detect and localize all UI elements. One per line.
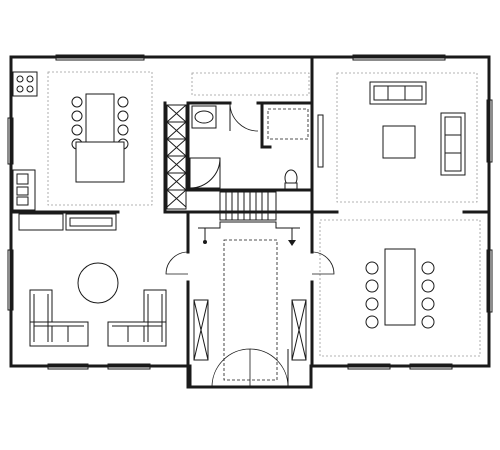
bathroom-door-swing [229, 102, 259, 132]
kitchen-sink [12, 169, 36, 211]
walls [9, 55, 491, 389]
bathroom-vanity [191, 105, 217, 129]
pantry-shelves [166, 104, 187, 210]
staircase [219, 191, 277, 221]
counters [18, 213, 117, 231]
coffee-table [382, 125, 416, 159]
kitchen-rug [47, 71, 153, 206]
bathroom [189, 102, 324, 190]
right-hall-door-swing [311, 251, 335, 275]
living-room [336, 72, 478, 203]
hall-top-rug [191, 72, 310, 96]
kitchen [12, 71, 153, 211]
living-rug [336, 72, 478, 203]
closet-outline [267, 108, 309, 140]
dining-rug [319, 219, 481, 357]
bathroom-divider [317, 114, 324, 168]
entrance-door[interactable] [211, 348, 289, 388]
lounge [29, 262, 167, 347]
shower [189, 157, 221, 189]
counter-right [65, 213, 117, 231]
stove [12, 71, 38, 97]
hall-runner [223, 239, 278, 381]
round-table [77, 262, 119, 304]
dining-room [319, 219, 481, 357]
kitchen-island [75, 141, 125, 183]
living-sofa-top [369, 81, 427, 105]
kitchen-table [85, 93, 115, 145]
stair-hall [165, 191, 335, 381]
dining-table [384, 248, 416, 326]
left-hall-door-swing [165, 251, 189, 275]
counter-left [18, 213, 64, 231]
